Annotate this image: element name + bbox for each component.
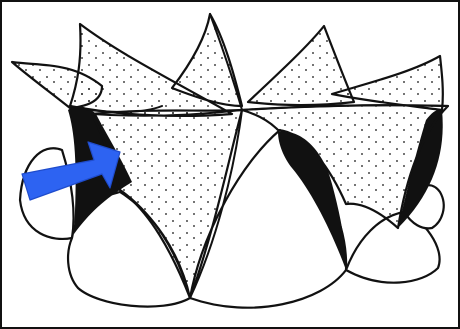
sketch-drawing (2, 2, 458, 327)
petal-back-center (172, 14, 242, 106)
